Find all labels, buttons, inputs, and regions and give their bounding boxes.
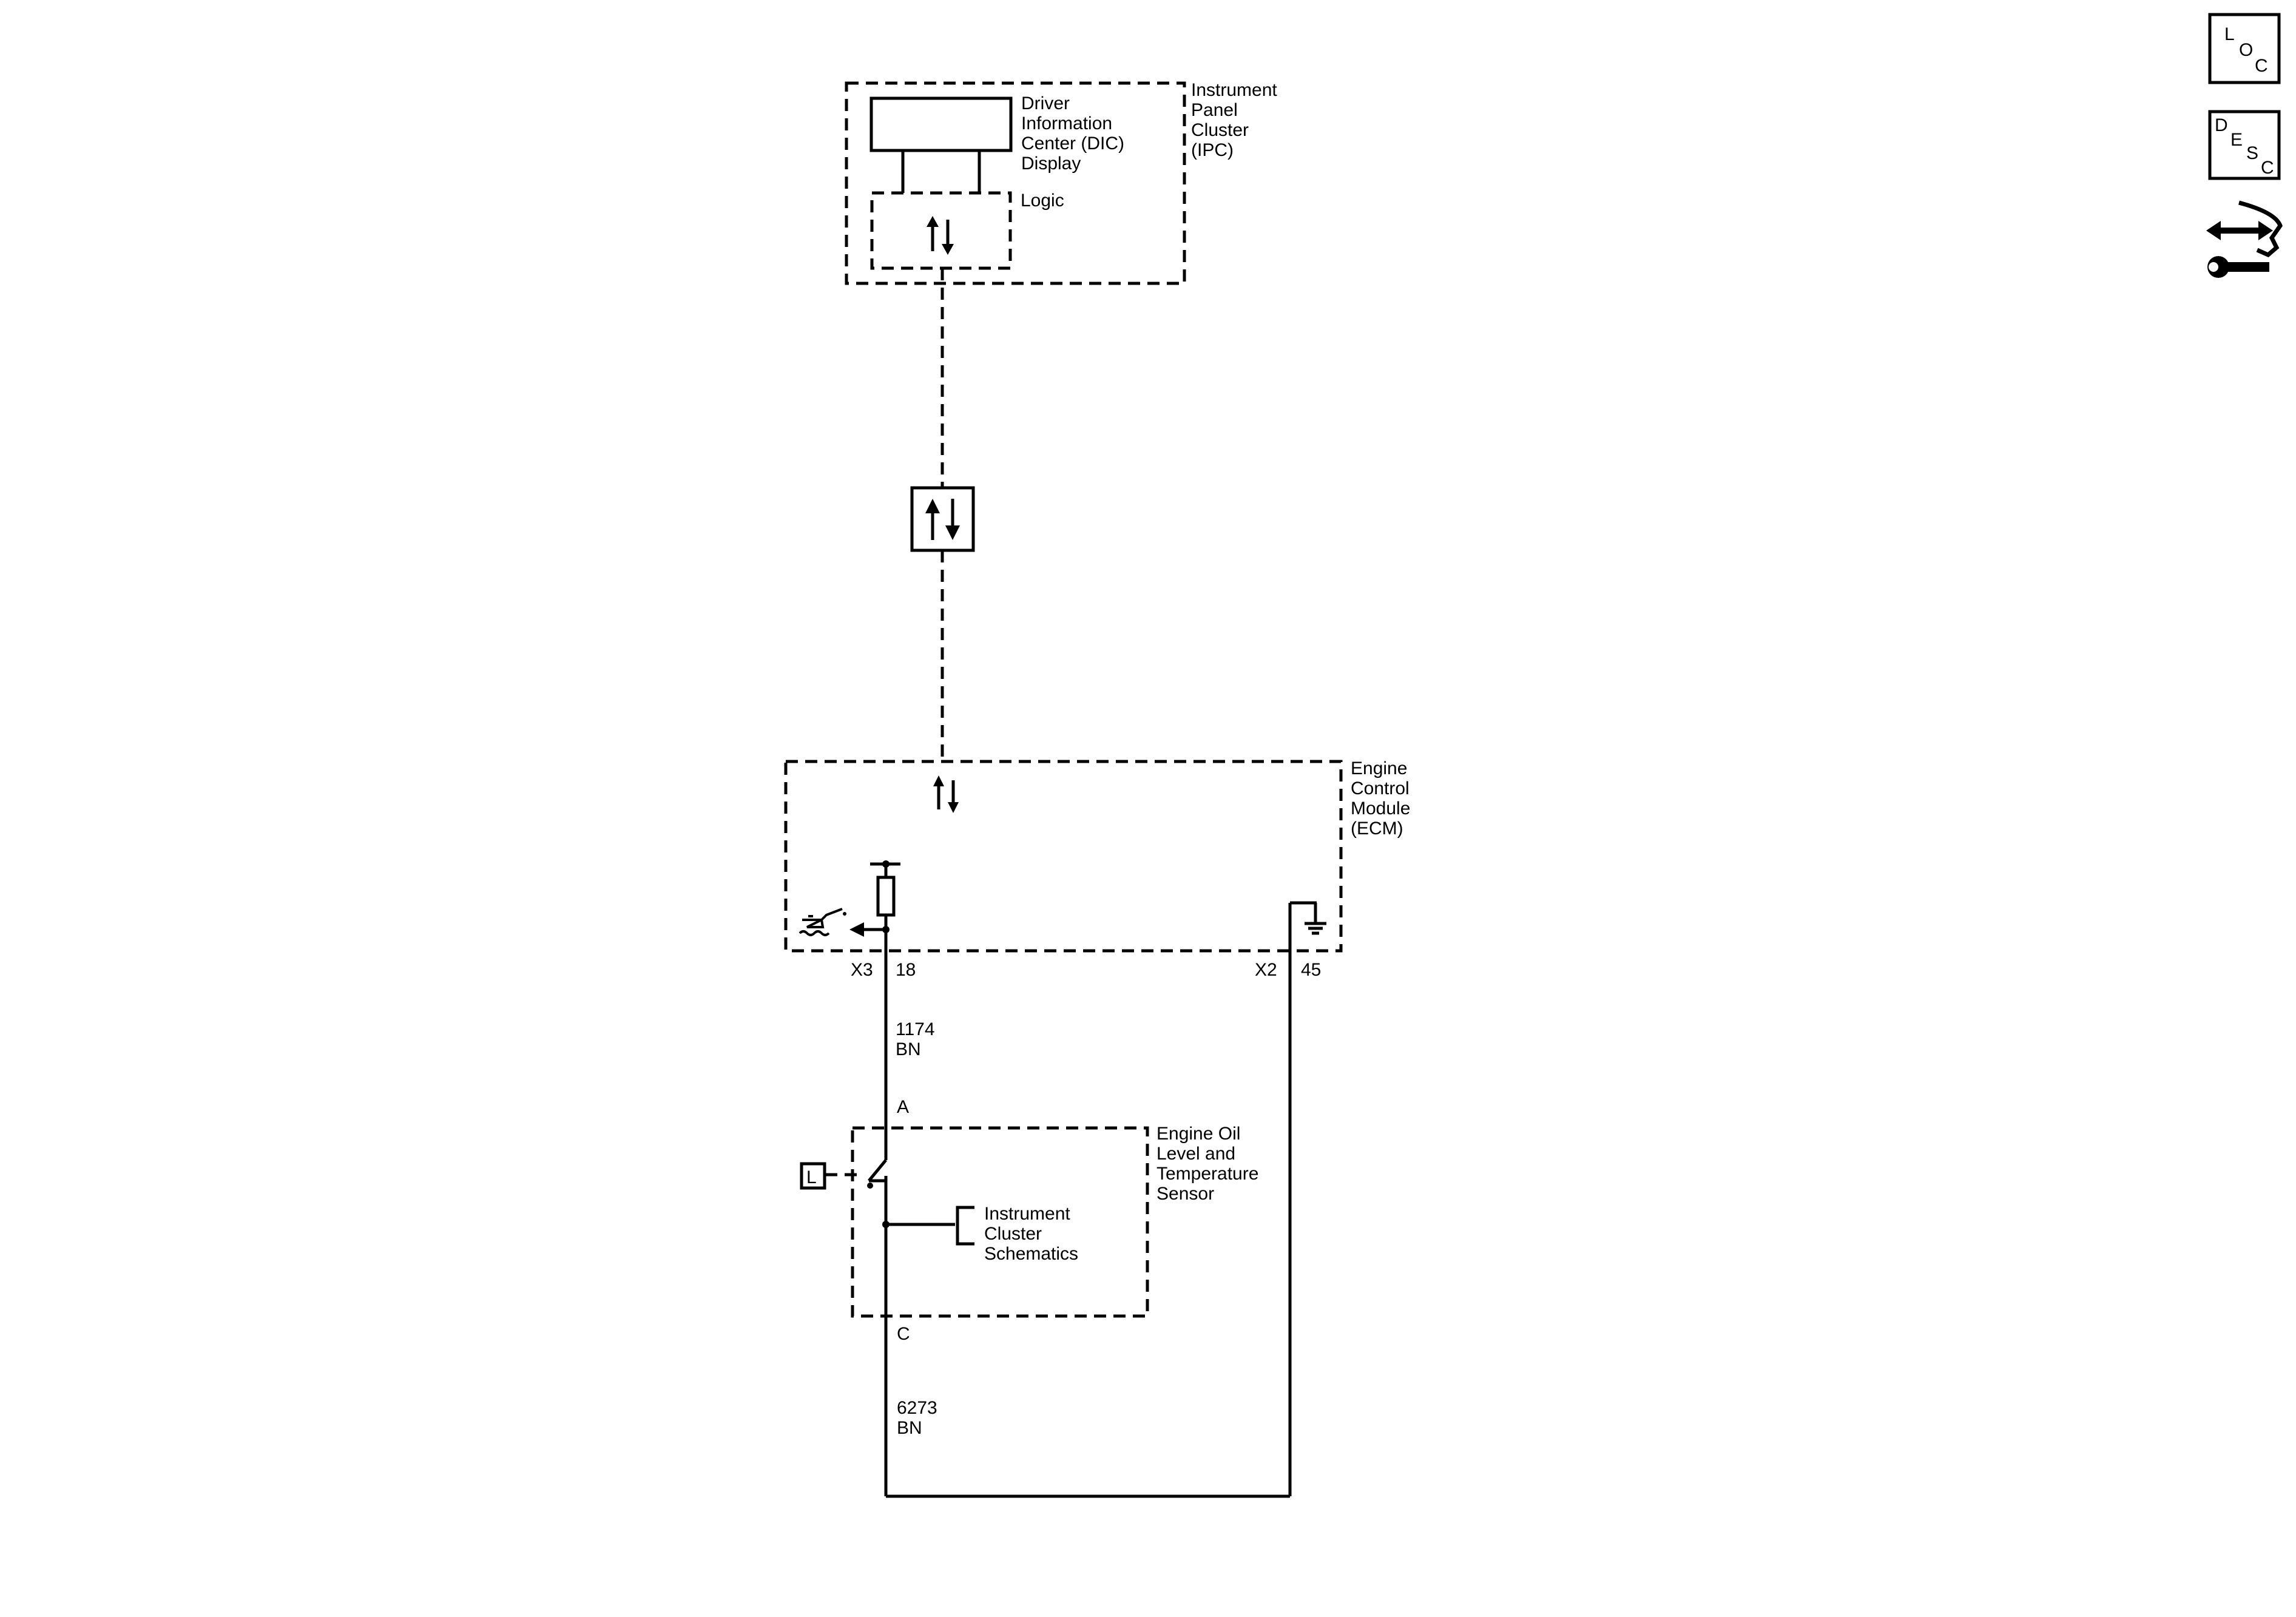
ground-icon xyxy=(1290,901,1326,935)
wire-6273-label: 6273 BN xyxy=(897,1398,942,1438)
oil-sensor: Engine Oil Level and Temperature Sensor … xyxy=(800,1097,1264,1344)
desc-button[interactable]: D E S C xyxy=(2208,110,2281,180)
ipc-module: Instrument Panel Cluster (IPC) Driver In… xyxy=(845,80,1282,285)
logic-label: Logic xyxy=(1021,191,1064,211)
svg-text:E: E xyxy=(2230,130,2243,150)
level-switch xyxy=(825,1159,887,1189)
sensor-pin-c: C xyxy=(897,1324,910,1344)
ipc-label: Instrument Panel Cluster (IPC) xyxy=(1191,80,1282,160)
ecm-module: Engine Control Module (ECM) xyxy=(784,758,1416,980)
svg-text:L: L xyxy=(2224,24,2235,44)
instrument-cluster-reference[interactable]: Instrument Cluster Schematics xyxy=(984,1204,1078,1264)
wire-1174-label: 1174 BN xyxy=(896,1019,940,1059)
sensor-boundary xyxy=(851,1126,1149,1318)
dic-display xyxy=(869,96,1013,152)
ecm-pin-45: 45 xyxy=(1301,960,1321,980)
svg-text:C: C xyxy=(2261,158,2274,178)
logic-block xyxy=(870,191,1012,270)
svg-text:O: O xyxy=(2239,40,2253,60)
svg-text:D: D xyxy=(2215,115,2228,135)
pull-up-resistor xyxy=(849,860,900,937)
svg-text:L: L xyxy=(806,1167,817,1187)
serial-data-icon xyxy=(910,486,975,552)
ipc-boundary xyxy=(845,81,1186,285)
ecm-label: Engine Control Module (ECM) xyxy=(1351,758,1416,839)
sensor-label: Engine Oil Level and Temperature Sensor xyxy=(1156,1124,1264,1204)
reference-bracket xyxy=(956,1206,974,1246)
ecm-connector-x3: X3 xyxy=(851,960,873,980)
oil-can-icon xyxy=(799,908,846,936)
ecm-data-arrows-icon xyxy=(933,775,959,813)
svg-text:S: S xyxy=(2246,143,2258,163)
ecm-boundary xyxy=(784,760,1343,953)
ecm-pin-18: 18 xyxy=(896,960,916,980)
dic-label: Driver Information Center (DIC) Display xyxy=(1021,93,1129,174)
location-tag[interactable]: L xyxy=(800,1162,826,1190)
loc-button[interactable]: L O C xyxy=(2208,13,2281,84)
wrench-arrows-icon[interactable] xyxy=(2206,200,2283,278)
data-arrows-icon xyxy=(927,216,954,255)
svg-text:C: C xyxy=(2255,56,2268,76)
ecm-connector-x2: X2 xyxy=(1255,960,1277,980)
sensor-pin-a: A xyxy=(897,1097,909,1117)
